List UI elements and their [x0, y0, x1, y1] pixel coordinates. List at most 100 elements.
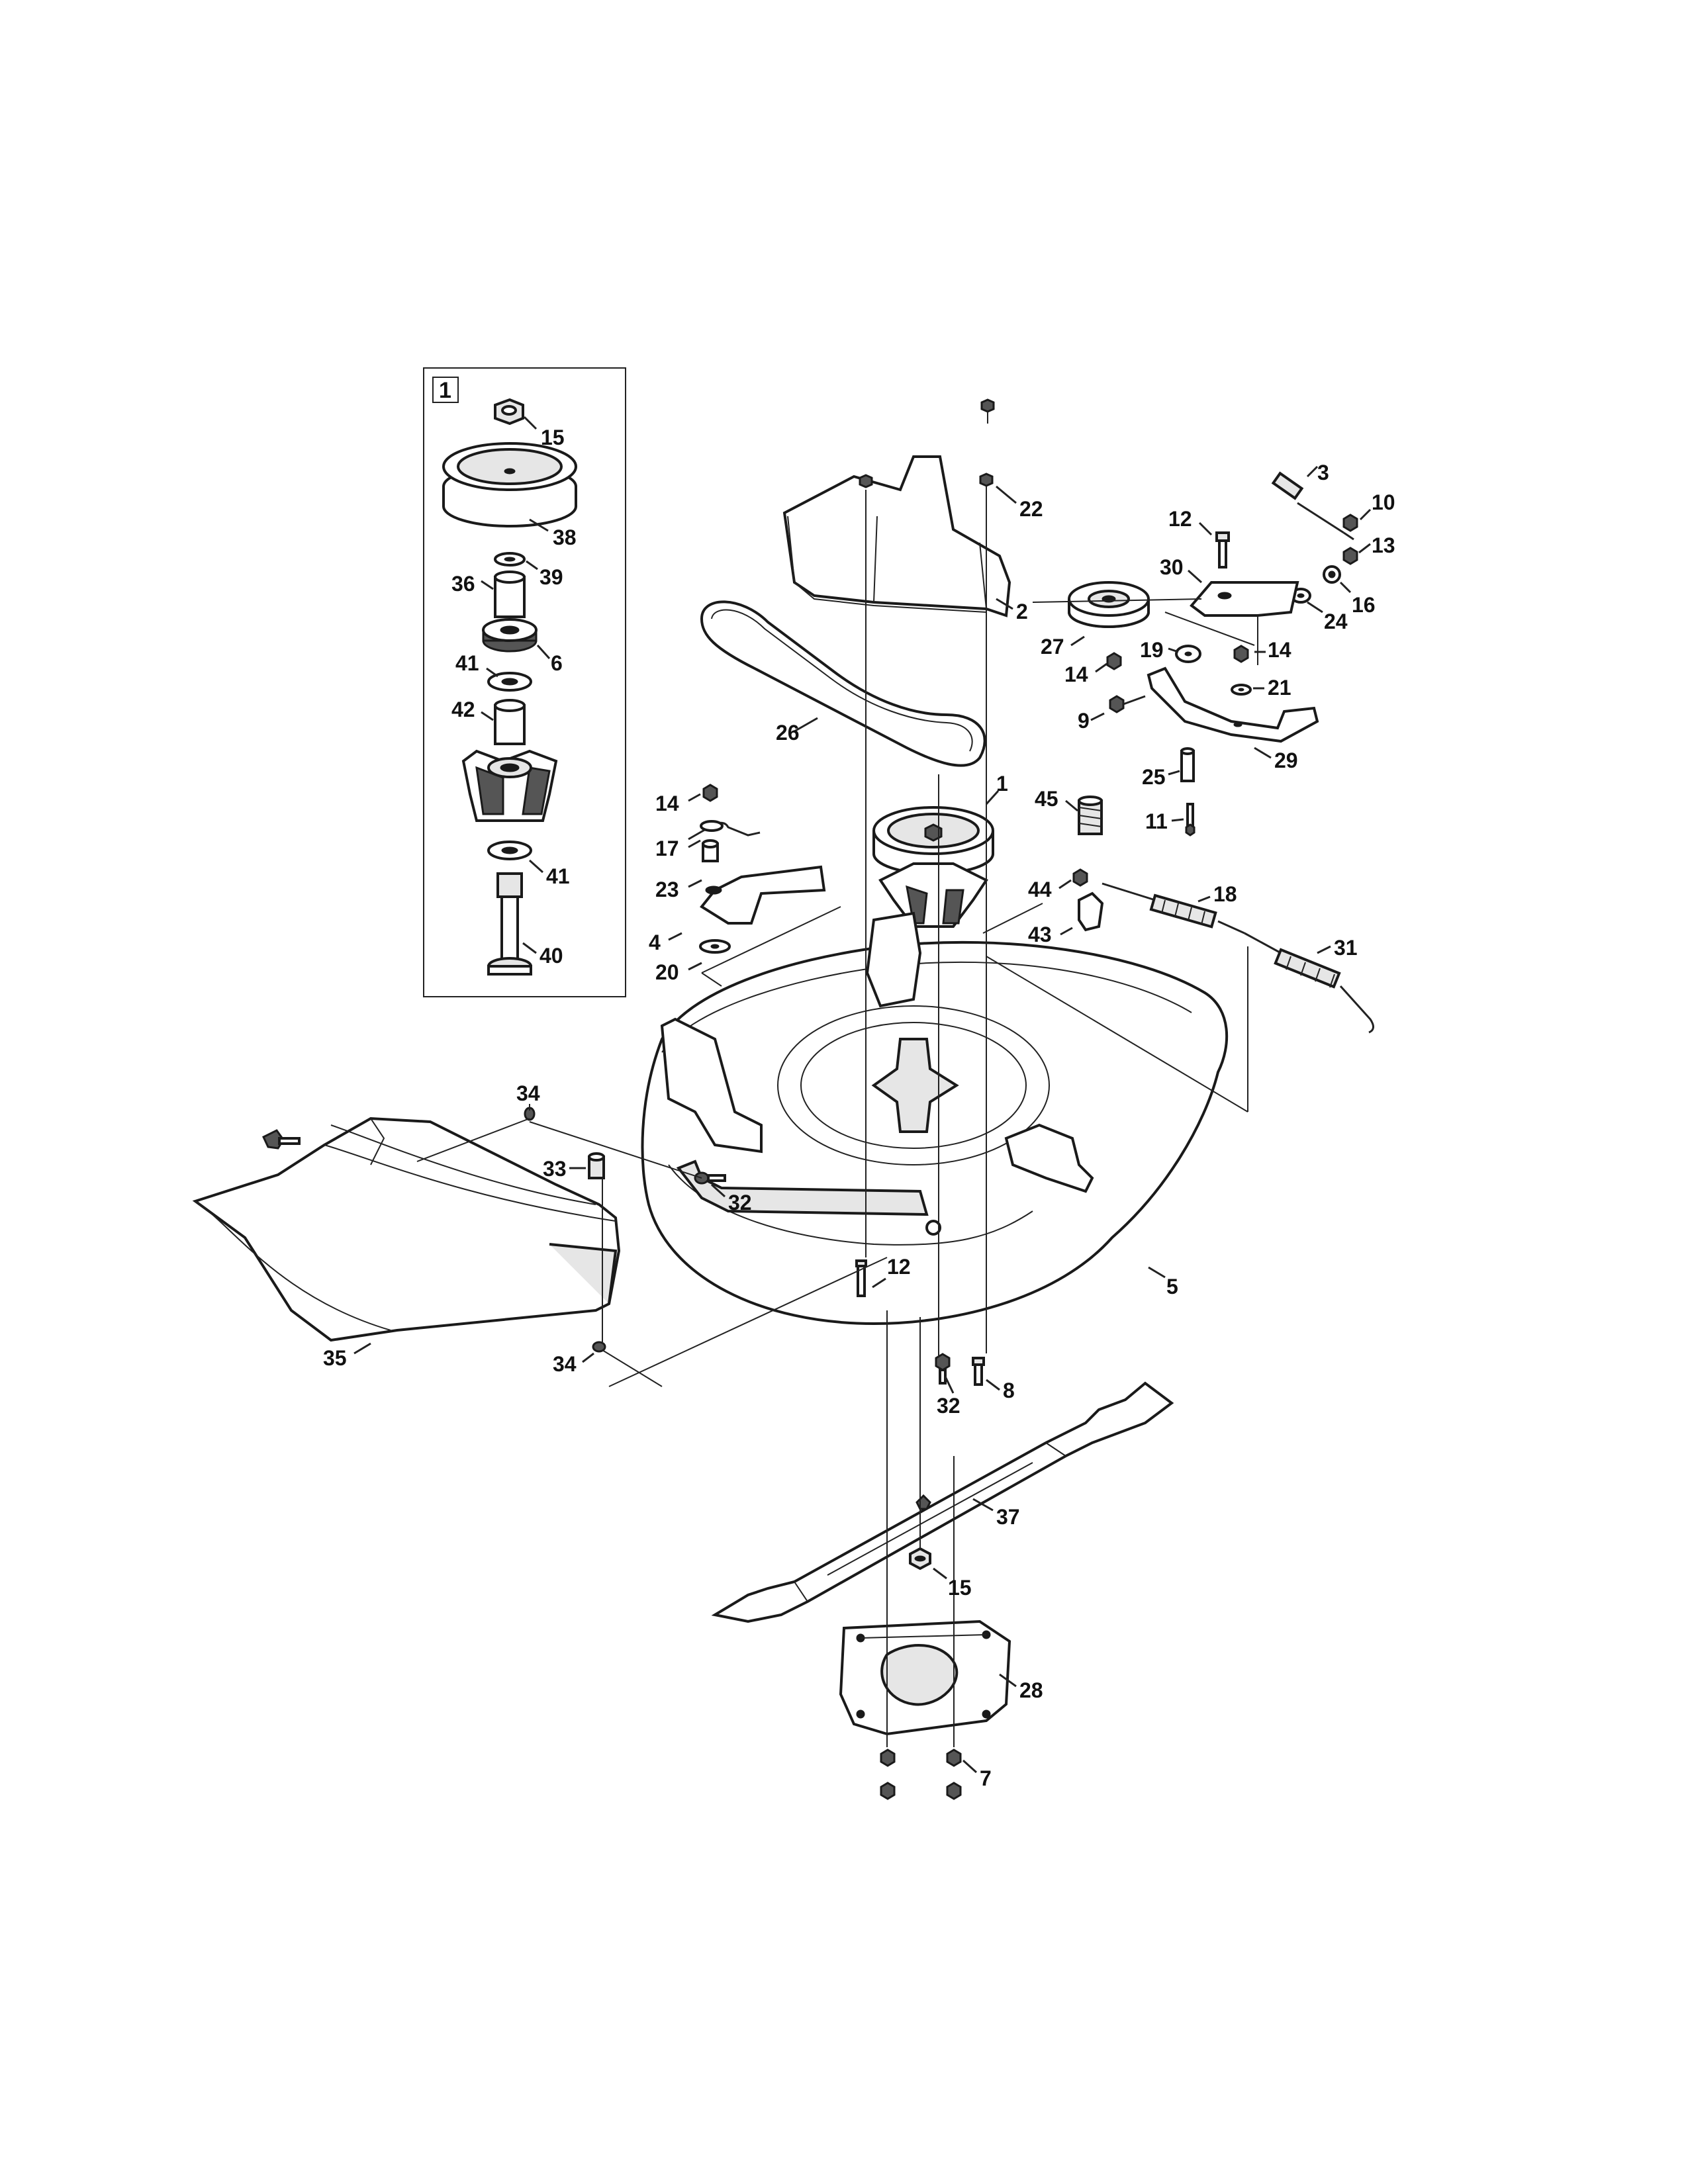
- wing-nut: [262, 1129, 301, 1150]
- callout-45: 45: [1035, 787, 1058, 811]
- callout-42: 42: [451, 698, 475, 721]
- bolt-9: [1109, 695, 1146, 713]
- callout-27: 27: [1041, 635, 1064, 659]
- callout-18: 18: [1213, 882, 1237, 906]
- main-spindle-housing: [878, 862, 988, 928]
- mower-deck: [641, 911, 1229, 1326]
- bolt-12-upper: [1215, 531, 1230, 569]
- washer-21: [1231, 684, 1252, 696]
- spindle-housing: [461, 749, 558, 822]
- washer-41-lower: [487, 841, 532, 860]
- callout-3: 3: [1317, 461, 1329, 484]
- callout-20: 20: [655, 960, 679, 984]
- washer-41-upper: [487, 672, 532, 692]
- bolt-10: [1342, 514, 1358, 532]
- callout-23: 23: [655, 878, 679, 901]
- drive-belt: [700, 600, 986, 767]
- bracket-30: [1190, 581, 1299, 617]
- callout-41a: 41: [455, 651, 479, 675]
- callout-8: 8: [1003, 1379, 1015, 1402]
- bolt-12-lower: [855, 1259, 867, 1297]
- callout-35: 35: [323, 1346, 347, 1370]
- plate-bolts-7: [880, 1749, 962, 1800]
- main-pulley: [872, 806, 994, 875]
- spacer-36: [494, 570, 526, 618]
- idler-arm-4: [700, 865, 826, 925]
- callout-38: 38: [553, 525, 577, 549]
- callout-24: 24: [1324, 610, 1348, 633]
- callout-6: 6: [551, 651, 563, 675]
- nut-14-right: [1233, 645, 1249, 663]
- spring-31: [1244, 932, 1374, 1034]
- callout-30: 30: [1160, 555, 1184, 579]
- callout-32a: 32: [728, 1191, 752, 1214]
- spindle-inset: 1: [423, 367, 626, 997]
- inset-tag-box: [432, 377, 459, 403]
- belt-cover: [782, 455, 1011, 617]
- spindle-pulley: [442, 442, 577, 527]
- callout-21: 21: [1268, 676, 1291, 700]
- nut-13: [1342, 547, 1358, 565]
- nut-14-left: [702, 784, 718, 802]
- bolt-32-lower: [935, 1353, 951, 1385]
- callout-13: 13: [1372, 533, 1395, 557]
- callout-5: 5: [1166, 1275, 1178, 1298]
- callout-1: 1: [996, 772, 1008, 796]
- callout-44: 44: [1028, 878, 1052, 901]
- callout-12b: 12: [887, 1255, 911, 1279]
- callout-labels: 15 38 39 36 6 41 42 41 40 22 2 26 1 14 1…: [323, 426, 1395, 1790]
- callout-4: 4: [649, 931, 661, 954]
- callout-34a: 34: [516, 1081, 540, 1105]
- callout-19: 19: [1140, 638, 1164, 662]
- spacer-42: [494, 699, 526, 745]
- bolt-11: [1185, 803, 1196, 837]
- nut-14-mid: [1106, 652, 1122, 670]
- discharge-deflector: [192, 1116, 621, 1342]
- blade-nut-15: [909, 1547, 931, 1570]
- callout-25: 25: [1142, 765, 1166, 789]
- callout-15b: 15: [948, 1576, 972, 1600]
- nut-34-bottom: [592, 1341, 606, 1353]
- spring-17: [688, 820, 761, 841]
- lever-3: [1271, 471, 1354, 541]
- callout-32b: 32: [937, 1394, 961, 1418]
- inset-tag-label: 1: [439, 378, 451, 403]
- callout-29: 29: [1274, 749, 1298, 772]
- callout-33: 33: [543, 1157, 567, 1181]
- callout-37: 37: [996, 1505, 1020, 1529]
- spindle-shaft: [487, 872, 532, 976]
- idler-bracket-29: [1147, 666, 1319, 743]
- callout-15a: 15: [541, 426, 565, 449]
- cover-bolt-22: [979, 473, 994, 487]
- spindle-nut: [494, 398, 524, 426]
- callout-12a: 12: [1168, 507, 1192, 531]
- callout-11: 11: [1145, 809, 1168, 833]
- callout-28: 28: [1019, 1678, 1043, 1702]
- inset-frame: [423, 367, 626, 997]
- callout-41b: 41: [546, 864, 570, 888]
- callout-14c: 14: [1268, 638, 1291, 662]
- callout-7: 7: [980, 1766, 992, 1790]
- spacer-25: [1180, 747, 1195, 782]
- washer-19: [1175, 645, 1201, 663]
- assembly-lines: [416, 486, 1258, 1747]
- bolt-44: [1072, 868, 1088, 887]
- cover-bolt-left: [859, 474, 873, 488]
- spring-45: [1078, 796, 1103, 835]
- idler-pulley-27: [1068, 581, 1150, 628]
- bushing-33: [588, 1152, 605, 1179]
- callout-9: 9: [1078, 709, 1090, 733]
- washer-20: [699, 939, 731, 954]
- bolt-32-left: [694, 1171, 726, 1185]
- spring-18: [1102, 882, 1245, 934]
- callout-43: 43: [1028, 923, 1052, 946]
- spring-16: [1323, 565, 1341, 584]
- bearing-6: [482, 618, 538, 653]
- callout-14b: 14: [1064, 662, 1088, 686]
- mower-blade: [711, 1381, 1174, 1623]
- callout-36: 36: [451, 572, 475, 596]
- callout-2: 2: [1016, 600, 1028, 623]
- callout-22: 22: [1019, 497, 1043, 521]
- cover-bolt-top: [980, 398, 995, 424]
